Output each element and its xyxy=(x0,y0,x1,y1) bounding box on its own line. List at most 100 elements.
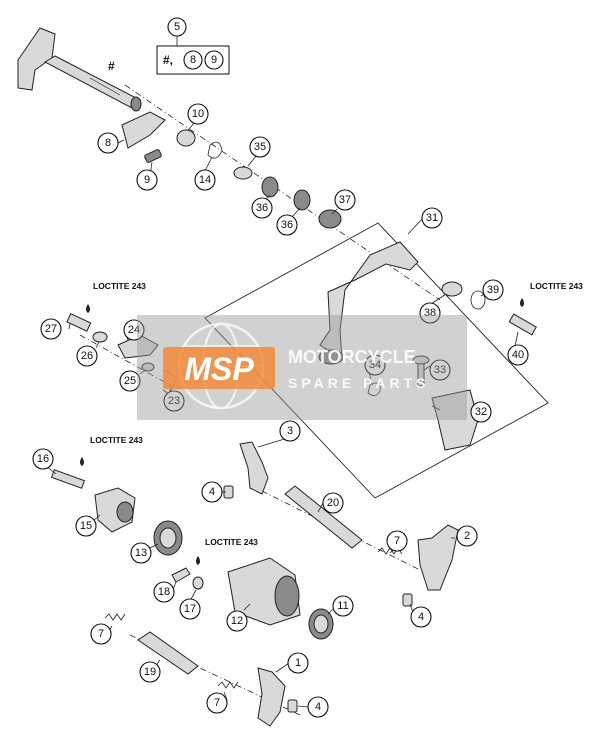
washer-35 xyxy=(233,166,253,180)
needle-bearing-36a xyxy=(261,176,279,198)
callout-39-label: 39 xyxy=(487,284,499,296)
callout-16: 16 xyxy=(32,448,54,470)
callout-25: 25 xyxy=(119,370,141,392)
callout-38: 38 xyxy=(419,302,441,324)
callout-19: 19 xyxy=(139,661,161,683)
callout-12-label: 12 xyxy=(231,615,243,627)
callout-8-label: 8 xyxy=(105,137,111,149)
callout-7a-label: 7 xyxy=(394,535,400,547)
loctite-label-3: LOCTITE 243 xyxy=(205,537,258,547)
bearing-11-inner xyxy=(313,614,329,634)
callout-7a: 7 xyxy=(386,530,408,552)
fork-rod-19 xyxy=(137,631,199,675)
callout-40-label: 40 xyxy=(512,349,524,361)
lever-pad xyxy=(318,349,344,365)
shaft-axis xyxy=(124,84,441,301)
set-box-prefix: #, xyxy=(163,53,173,67)
callout-19-label: 19 xyxy=(144,666,156,678)
watermark-line-1: MOTORCYCLE xyxy=(288,347,416,367)
drum-end xyxy=(274,575,300,617)
fork-rod-20 xyxy=(284,485,363,549)
roller-4c xyxy=(287,699,298,713)
callout-20-label: 20 xyxy=(327,497,339,509)
loctite-labels: LOCTITE 243 LOCTITE 243 LOCTITE 243 LOCT… xyxy=(90,281,583,547)
watermark-line-2: SPARE PARTS xyxy=(288,375,430,391)
loctite-drop-3 xyxy=(196,556,200,565)
callout-31: 31 xyxy=(421,207,443,229)
left-axis xyxy=(79,334,171,386)
callout-20: 20 xyxy=(322,492,344,514)
shift-lever xyxy=(319,241,419,361)
callout-8: 8 xyxy=(97,132,119,154)
loctite-label-4: LOCTITE 243 xyxy=(530,281,583,291)
bolt-40 xyxy=(508,313,537,336)
bolt-16 xyxy=(50,469,86,489)
pin-17 xyxy=(192,576,204,590)
shift-plate xyxy=(121,111,166,149)
spring-14 xyxy=(207,141,223,159)
loctite-label-1: LOCTITE 243 xyxy=(93,281,146,291)
loctite-drop-4 xyxy=(520,298,524,307)
cam-hub xyxy=(116,501,134,523)
shift-fork-2 xyxy=(417,524,459,591)
callout-23-label: 23 xyxy=(168,395,180,407)
washer-25 xyxy=(141,362,155,372)
callout-15: 15 xyxy=(75,515,97,537)
callout-36a-label: 36 xyxy=(256,202,268,214)
callout-18: 18 xyxy=(153,581,175,603)
bearing-13-inner xyxy=(159,527,177,549)
callout-31-label: 31 xyxy=(426,212,438,224)
callout-26-label: 26 xyxy=(81,350,93,362)
watermark: MSP MOTORCYCLE SPARE PARTS xyxy=(137,315,467,420)
washer-26 xyxy=(92,331,108,343)
callout-4b-label: 4 xyxy=(418,611,424,623)
watermark-logo-box xyxy=(163,347,275,389)
callout-37-label: 37 xyxy=(339,194,351,206)
set-box-item-9-label: 9 xyxy=(211,54,217,66)
callout-37: 37 xyxy=(334,189,356,211)
callout-34: 34 xyxy=(364,354,386,376)
circlip-39 xyxy=(470,290,486,310)
spring-34 xyxy=(367,382,381,396)
shift-fork-1 xyxy=(257,667,286,727)
callout-1-label: 1 xyxy=(295,657,301,669)
callout-14-label: 14 xyxy=(199,174,211,186)
set-box-item-8: 8 xyxy=(183,50,203,70)
callout-24-label: 24 xyxy=(128,324,140,336)
callout-38-label: 38 xyxy=(424,307,436,319)
callout-34-label: 34 xyxy=(369,359,381,371)
callout-35-label: 35 xyxy=(254,141,266,153)
callout-35: 35 xyxy=(249,136,271,158)
callout-12: 12 xyxy=(226,610,248,632)
callout-7c-label: 7 xyxy=(214,697,220,709)
callout-40: 40 xyxy=(507,344,529,366)
plate-18 xyxy=(171,567,191,583)
callout-24: 24 xyxy=(123,319,145,341)
set-box-item-9: 9 xyxy=(204,50,224,70)
callout-4a-label: 4 xyxy=(209,486,215,498)
callout-11-label: 11 xyxy=(337,600,348,612)
callout-7b-label: 7 xyxy=(98,628,104,640)
callout-4c: 4 xyxy=(307,696,329,718)
bolt-27 xyxy=(66,313,92,332)
loctite-drop-2 xyxy=(80,457,84,466)
callout-27: 27 xyxy=(40,318,62,340)
callout-25-label: 25 xyxy=(124,375,136,387)
shift-shaft xyxy=(17,27,142,112)
callout-33-label: 33 xyxy=(434,364,446,376)
roller-10 xyxy=(176,129,196,147)
callout-1: 1 xyxy=(287,652,309,674)
callout-13-label: 13 xyxy=(135,547,147,559)
callout-33: 33 xyxy=(429,359,451,381)
callout-27-label: 27 xyxy=(45,323,57,335)
watermark-logo-text: MSP xyxy=(184,351,254,387)
callout-26: 26 xyxy=(76,345,98,367)
callout-14: 14 xyxy=(194,169,216,191)
callout-15-label: 15 xyxy=(80,520,92,532)
callout-2: 2 xyxy=(456,525,478,547)
roller-4b xyxy=(402,593,413,607)
callout-18-label: 18 xyxy=(158,586,170,598)
callout-17-label: 17 xyxy=(184,603,196,615)
callout-3-label: 3 xyxy=(287,425,293,437)
